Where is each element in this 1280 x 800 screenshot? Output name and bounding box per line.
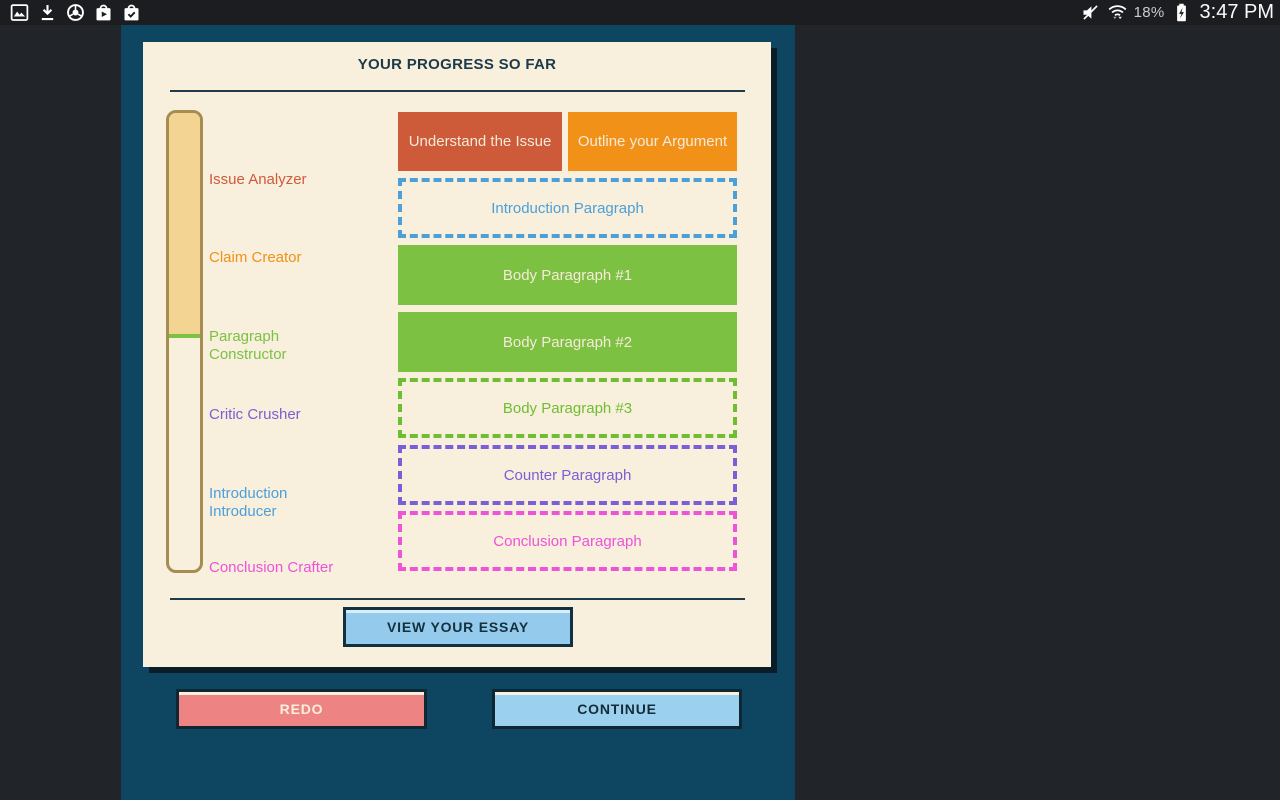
notification-icons: [0, 2, 142, 23]
play-store-icon: [93, 2, 114, 23]
divider: [170, 598, 745, 600]
progress-box-body-paragraph-1: Body Paragraph #1: [398, 245, 737, 305]
step-label-claim-creator: Claim Creator: [209, 249, 302, 266]
progress-box-body-paragraph-2: Body Paragraph #2: [398, 312, 737, 372]
clock: 3:47 PM: [1199, 1, 1274, 23]
step-label-critic-crusher: Critic Crusher: [209, 406, 301, 423]
volume-muted-icon: [1080, 2, 1101, 23]
progress-fill: [169, 113, 200, 338]
chrome-icon: [65, 2, 86, 23]
download-icon: [37, 2, 58, 23]
step-label-paragraph-constructor: Paragraph Constructor: [209, 328, 287, 363]
progress-track: [166, 110, 203, 573]
system-status-icons: 18% 3:47 PM: [1080, 1, 1280, 24]
battery-percent: 18%: [1133, 4, 1165, 21]
page-title: YOUR PROGRESS SO FAR: [357, 56, 557, 73]
wifi-icon: [1107, 2, 1128, 23]
progress-box-counter-paragraph: Counter Paragraph: [398, 445, 737, 505]
gallery-icon: [9, 2, 30, 23]
step-label-conclusion-crafter: Conclusion Crafter: [209, 559, 334, 576]
android-status-bar: 18% 3:47 PM: [0, 0, 1280, 25]
progress-box-outline-your-argument: Outline your Argument: [568, 112, 737, 171]
divider: [170, 90, 745, 92]
app-panel: YOUR PROGRESS SO FAR Issue Analyzer Clai…: [121, 25, 795, 800]
progress-box-body-paragraph-3: Body Paragraph #3: [398, 378, 737, 438]
progress-box-introduction-paragraph: Introduction Paragraph: [398, 178, 737, 238]
step-label-introduction-introducer: Introduction Introducer: [209, 485, 288, 520]
progress-box-conclusion-paragraph: Conclusion Paragraph: [398, 511, 737, 571]
view-your-essay-button[interactable]: VIEW YOUR ESSAY: [343, 607, 573, 647]
battery-charging-icon: [1171, 2, 1192, 23]
continue-button[interactable]: CONTINUE: [492, 689, 742, 729]
redo-button[interactable]: REDO: [176, 689, 427, 729]
progress-card: YOUR PROGRESS SO FAR Issue Analyzer Clai…: [143, 42, 771, 667]
progress-box-understand-the-issue: Understand the Issue: [398, 112, 562, 171]
purchases-icon: [121, 2, 142, 23]
step-label-issue-analyzer: Issue Analyzer: [209, 171, 307, 188]
